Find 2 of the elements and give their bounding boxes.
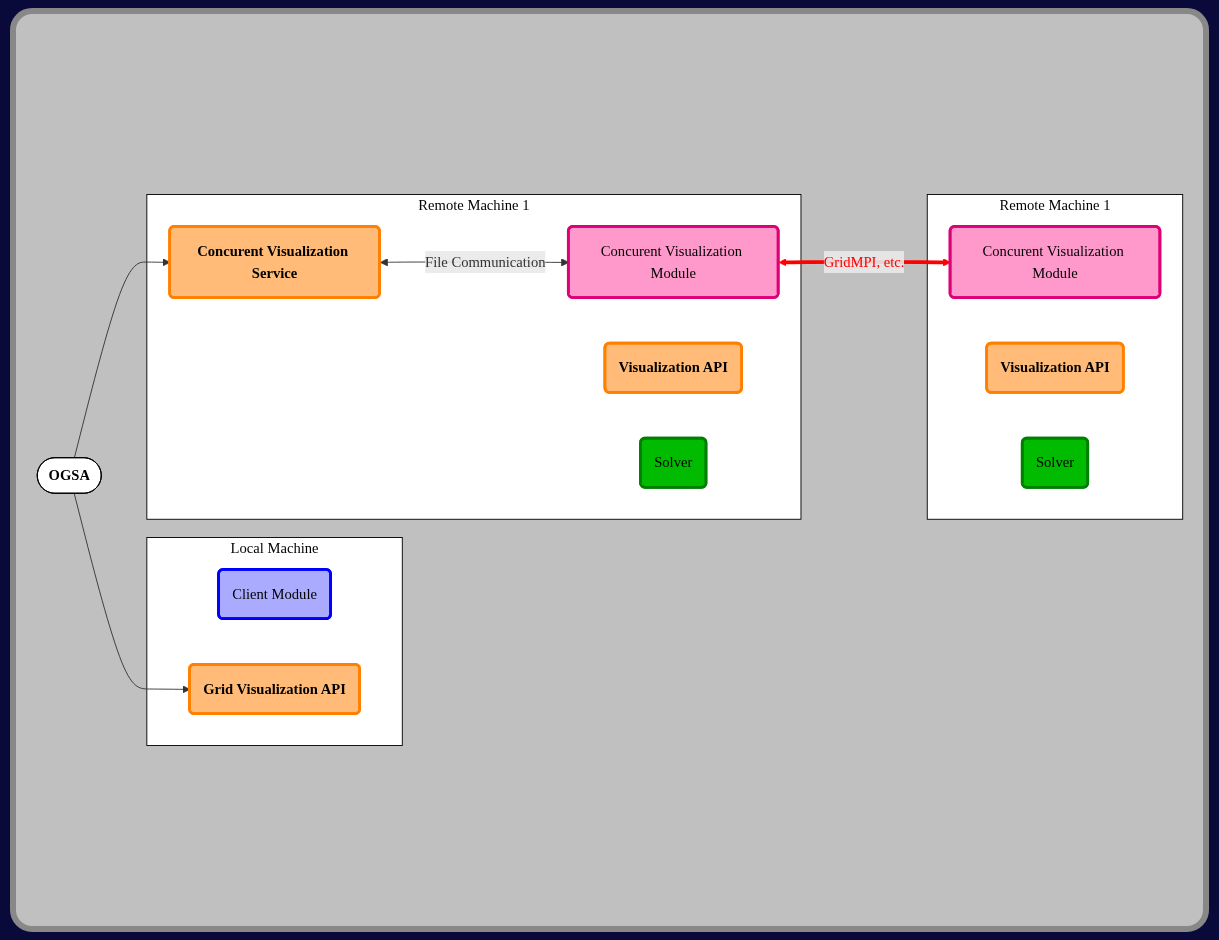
edge-label: GridMPI, etc. xyxy=(823,253,904,270)
edge-label: File Communication xyxy=(424,253,546,270)
